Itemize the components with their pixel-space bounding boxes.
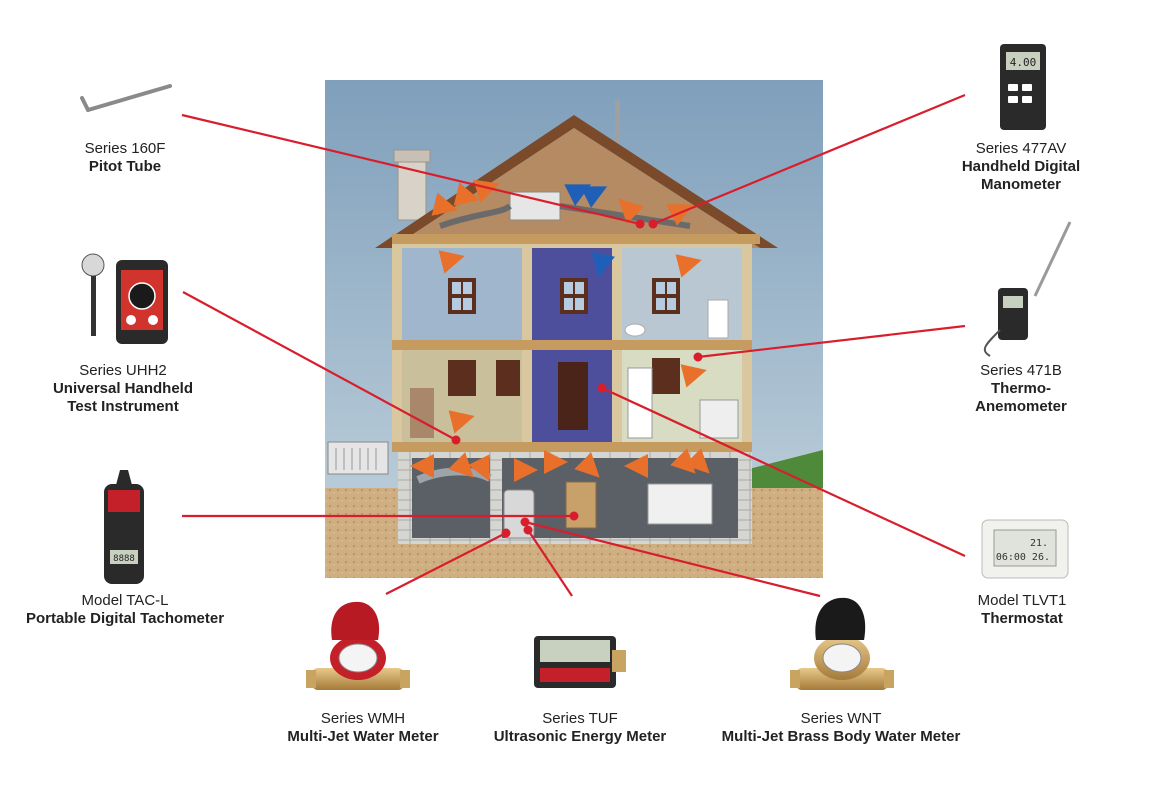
device-name: Thermo-Anemometer [975, 380, 1067, 415]
series-text: Series WMH [320, 710, 406, 727]
leader-line-thermostat [601, 387, 966, 557]
outdoor-ac-unit [327, 441, 389, 475]
leader-lines [181, 93, 966, 598]
wnt-water-meter-icon [790, 597, 894, 690]
series-text: Series 471B [980, 362, 1062, 379]
thermo-anemometer-icon [983, 221, 1072, 357]
series-text: Model TLVT1 [977, 592, 1067, 609]
device-name: Multi-Jet Brass Body Water Meter [721, 728, 961, 745]
leader-line-pitot [181, 113, 641, 226]
label-tuf: Series TUF Ultrasonic Energy Meter [494, 710, 667, 746]
device-name: Pitot Tube [88, 158, 162, 175]
label-thermostat: Model TLVT1 Thermostat [978, 592, 1067, 628]
series-text: Model TAC-L [81, 592, 169, 609]
device-name-line-2: Test Instrument [67, 398, 179, 415]
label-pitot-tube: Series 160F Pitot Tube [85, 140, 166, 176]
manometer-screen-text: 4.00 [1010, 56, 1037, 69]
cool-air-arrows [564, 184, 615, 278]
refrigerator [627, 367, 653, 439]
label-wmh: Series WMH Multi-Jet Water Meter [287, 710, 438, 746]
device-name: Ultrasonic Energy Meter [493, 728, 667, 745]
device-name-line-1: Universal Handheld [52, 380, 194, 397]
device-name: Handheld Digital Manometer [961, 158, 1081, 193]
thermostat-screen-top: 21. [1030, 538, 1048, 549]
leader-line-anemometer [697, 324, 966, 359]
tuf-energy-meter-icon [534, 636, 626, 688]
tachometer-icon: 8888 [104, 470, 144, 584]
leader-line-wmh [385, 532, 507, 595]
air-handler [509, 191, 561, 221]
leader-line-tuf [527, 529, 573, 597]
series-text: Series WNT [800, 710, 882, 727]
sensor-points [451, 219, 703, 538]
series-text: Series 160F [84, 140, 166, 157]
washer-dryer [647, 483, 713, 525]
label-wnt: Series WNT Multi-Jet Brass Body Water Me… [722, 710, 961, 746]
device-name: Thermostat [981, 610, 1063, 627]
airflow-arrows [410, 179, 710, 482]
furnace-box [565, 481, 597, 529]
door [558, 362, 588, 430]
leader-line-manometer [652, 93, 966, 226]
series-text: Series TUF [542, 710, 618, 727]
manometer-icon: 4.00 [1000, 44, 1046, 130]
uhh2-icon [81, 253, 168, 344]
label-manometer: Series 477AV Handheld Digital Manometer [957, 140, 1086, 194]
house-illustration [325, 80, 823, 578]
tachometer-screen-text: 8888 [113, 554, 135, 564]
thermostat-screen-bottom: 06:00 26. [996, 552, 1050, 563]
series-text: Series UHH2 [79, 362, 167, 379]
pitot-tube-icon [80, 84, 172, 112]
leader-line-wnt [524, 520, 821, 598]
wmh-water-meter-icon [306, 601, 410, 690]
thermostat-icon: 21. 06:00 26. [981, 519, 1069, 579]
label-tachometer: Model TAC-L Portable Digital Tachometer [26, 592, 224, 628]
leader-line-uhh2 [182, 291, 457, 441]
device-name: Portable Digital Tachometer [25, 610, 225, 627]
series-text: Series 477AV [975, 140, 1067, 157]
label-thermo-anemometer: Series 471B Thermo-Anemometer [957, 362, 1086, 416]
fireplace [410, 388, 434, 438]
label-uhh2: Series UHH2 Universal Handheld Test Inst… [53, 362, 193, 416]
device-name: Multi-Jet Water Meter [287, 728, 439, 745]
